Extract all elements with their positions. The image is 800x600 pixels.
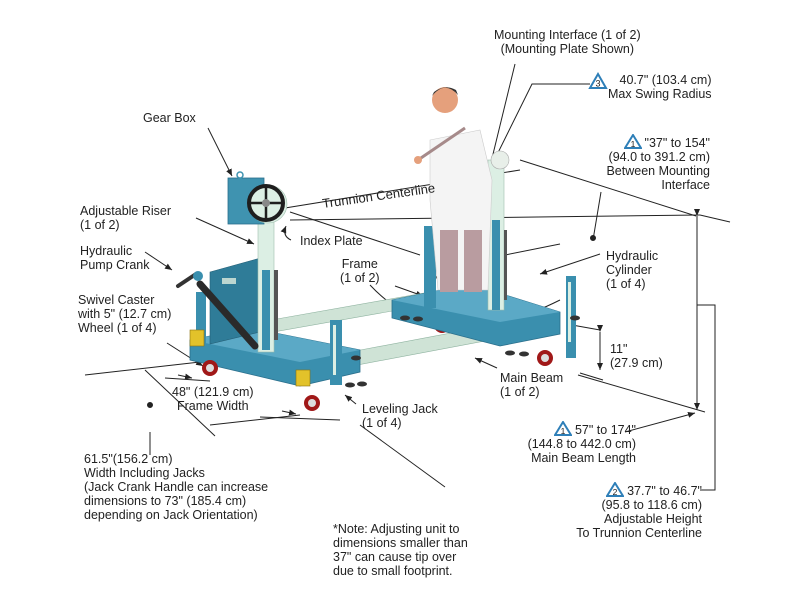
caster-pad-front [295,369,311,387]
between-mounting-label: 1"37" to 154" (94.0 to 391.2 cm) Between… [606,134,710,192]
operator-figure [414,87,493,292]
swivel-caster-label: Swivel Caster with 5" (12.7 cm) Wheel (1… [78,293,172,335]
frame-width-label: 48" (121.9 cm) Frame Width [172,385,254,413]
svg-text:1: 1 [630,139,635,149]
main-beam-leader [474,357,498,369]
height-bracket [697,304,716,491]
svg-text:2: 2 [613,487,618,497]
between-mounting-value: 1"37" to 154" [606,134,710,150]
badge-3-icon: 3 [588,71,608,89]
pump-cylinder [196,280,259,350]
mounting-plate [490,150,510,170]
hand-wheel [247,184,285,222]
caster-wheel-left [202,360,218,376]
operator-head [432,87,458,113]
frame-label: Frame (1 of 2) [340,257,380,285]
leader-arrows [144,127,601,416]
mounting-interface-label: Mounting Interface (1 of 2) (Mounting Pl… [494,28,641,56]
hydraulic-cylinder-label: Hydraulic Cylinder (1 of 4) [606,249,659,291]
pump-crank-leader [144,251,173,271]
tip-over-note: *Note: Adjusting unit to dimensions smal… [333,522,468,578]
gear-box-leader [207,127,233,177]
trunnion-centerline-label: Trunnion Centerline [321,180,436,211]
leveling-jack-leader [344,394,357,405]
index-plate-label: Index Plate [300,234,363,248]
stand-structure [176,87,580,411]
max-swing-radius-label: 40.7" (103.4 cm) Max Swing Radius [608,73,712,101]
badge-icons: 3 [588,71,608,89]
badge-1-icon: 1 [623,134,642,149]
riser-leader [195,217,255,245]
clearance-label: 11" (27.9 cm) [610,342,663,370]
svg-text:1: 1 [561,426,566,436]
main-beam-label: Main Beam (1 of 2) [500,371,564,399]
hydraulic-pump-crank-label: Hydraulic Pump Crank [80,244,150,272]
trunnion-centerline-ext [519,159,697,217]
width-including-jacks-label: 61.5"(156.2 cm) Width Including Jacks (J… [84,452,269,522]
main-beam-length-arrow [624,411,696,433]
index-plate-leader [280,225,292,241]
hydraulic-cylinder-leader [539,253,601,275]
adjustable-riser-label: Adjustable Riser (1 of 2) [80,204,172,232]
caster-leader [166,342,204,367]
svg-text:3: 3 [595,79,600,89]
gear-box-label: Gear Box [143,111,196,125]
caster-wheel-front [304,395,320,411]
leveling-jack-label: Leveling Jack (1 of 4) [362,402,438,430]
badge-1-icon: 1 [553,421,572,436]
caster-wheel-right [537,350,553,366]
badge-2-icon: 2 [606,482,625,497]
caster-pad-left [189,329,205,347]
